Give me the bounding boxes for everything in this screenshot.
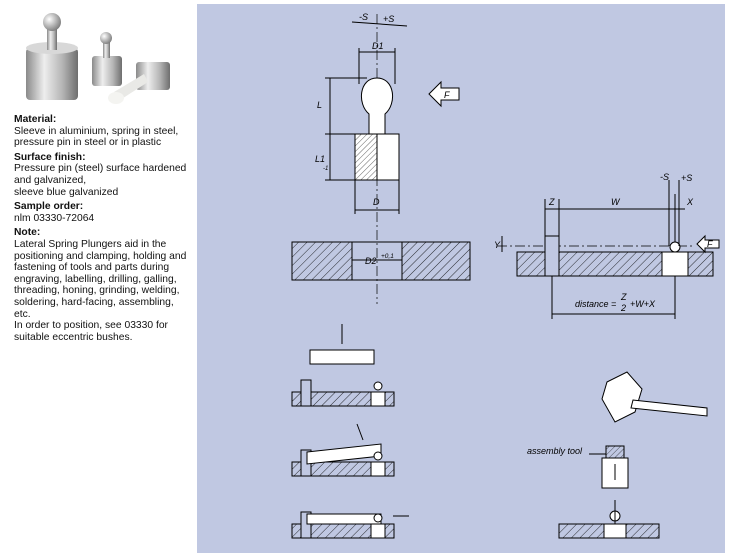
note-line: In order to position, see 03330 for — [14, 320, 168, 332]
product-photo — [26, 13, 170, 104]
f-label: F — [444, 90, 450, 100]
d-label: D — [373, 197, 380, 207]
distance-frac-num: Z — [620, 292, 627, 302]
l-label: L — [317, 100, 322, 110]
w-label: W — [611, 197, 621, 207]
product-info-column: Material: Sleeve in aluminium, spring in… — [0, 0, 192, 557]
sample-order-heading: Sample order: — [14, 201, 84, 213]
l1-tolerance-label: -1 — [323, 166, 328, 172]
technical-drawing-panel: -S +S D1 L L1 -1 D F D2 +0,1 Z W X Y -S … — [197, 4, 725, 553]
l1-label: L1 — [315, 154, 325, 164]
note-line: fastening of tools and parts during — [14, 262, 170, 274]
material-line: pressure pin in steel or in plastic — [14, 137, 162, 149]
plus-s-label: +S — [383, 14, 394, 24]
f-right-label: F — [707, 239, 713, 249]
note-line: suitable eccentric bushes. — [14, 331, 133, 343]
product-description: Material: Sleeve in aluminium, spring in… — [14, 114, 190, 343]
note-line: soldering, hard-facing, assembling, — [14, 296, 174, 308]
surface-finish-heading: Surface finish: — [14, 151, 86, 163]
d1-label: D1 — [372, 41, 384, 51]
note-line: positioning and clamping, holding and — [14, 250, 187, 262]
assembly-tool-label: assembly tool — [527, 446, 583, 456]
note-line: etc. — [14, 308, 31, 320]
minus-s-label: -S — [359, 12, 368, 22]
minus-s-right-label: -S — [660, 172, 669, 182]
surface-finish-line: sleeve blue galvanized — [14, 186, 119, 198]
d2-tolerance-label: +0,1 — [381, 253, 394, 260]
z-label: Z — [548, 197, 555, 207]
note-line: Lateral Spring Plungers aid in the — [14, 238, 167, 250]
surface-finish-line: Pressure pin (steel) surface hardened — [14, 163, 187, 175]
note-heading: Note: — [14, 227, 41, 239]
sample-order-line: nlm 03330-72064 — [14, 212, 95, 224]
x-label: X — [686, 197, 694, 207]
distance-rest: +W+X — [630, 299, 656, 309]
plus-s-right-label: +S — [681, 173, 692, 183]
distance-label: distance = — [575, 299, 616, 309]
distance-frac-den: 2 — [620, 303, 626, 313]
technical-drawing: -S +S D1 L L1 -1 D F D2 +0,1 Z W X Y -S … — [291, 12, 720, 539]
note-line: threading, honing, grinding, welding, — [14, 285, 180, 297]
surface-finish-line: and galvanized, — [14, 174, 87, 186]
note-line: engraving, labelling, drilling, galling, — [14, 273, 177, 285]
material-heading: Material: — [14, 114, 57, 125]
y-label: Y — [494, 240, 501, 250]
d2-label: D2 — [365, 256, 377, 266]
material-line: Sleeve in aluminium, spring in steel, — [14, 125, 179, 137]
